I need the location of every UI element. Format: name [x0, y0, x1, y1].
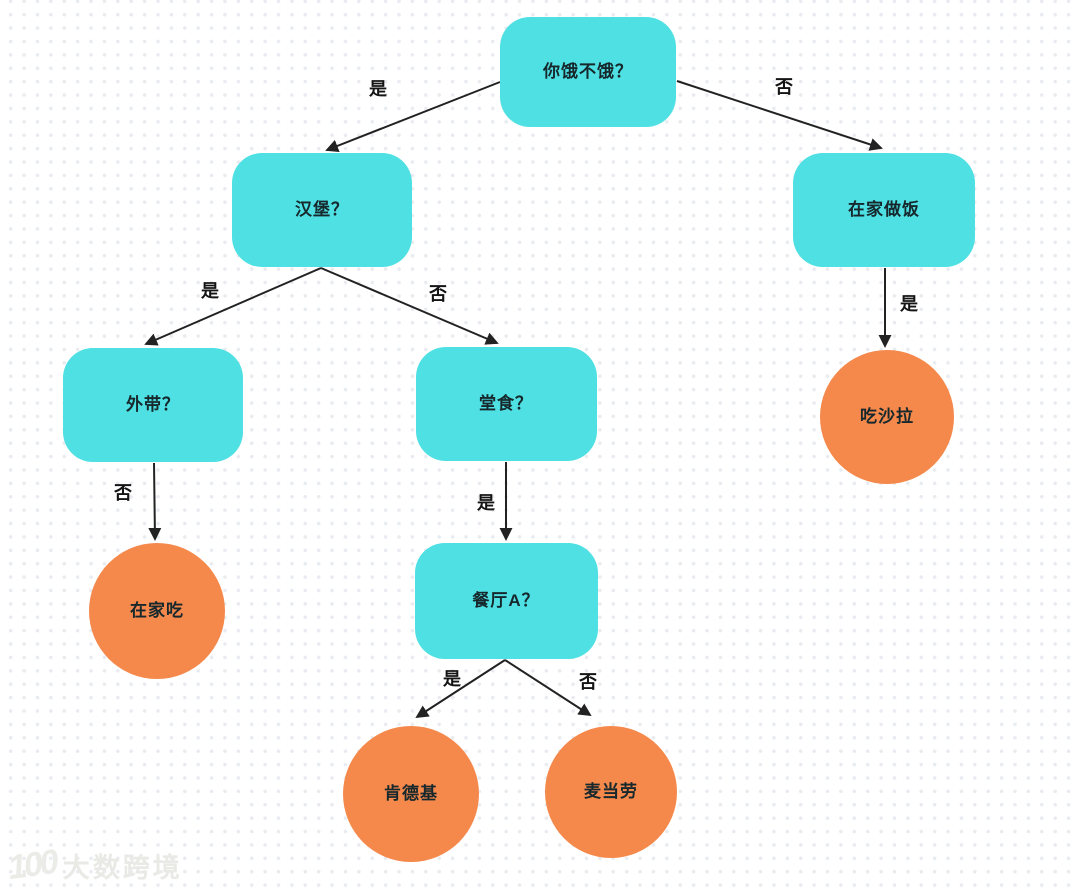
edge-label-hungry-yes-burger: 是 — [369, 79, 387, 99]
edge-label-takeout-no-eathome: 否 — [114, 483, 132, 503]
edge-label-resta-yes-kfc: 是 — [443, 669, 461, 689]
edge-burger-yes-takeout — [144, 267, 322, 346]
edge-label-hungry-no-cook: 否 — [775, 77, 793, 97]
node-cook-at-home: 在家做饭 — [793, 153, 975, 267]
edge-hungry-yes-burger — [325, 81, 501, 153]
node-dine-in: 堂食？ — [415, 347, 597, 461]
edge-burger-no-dinein — [320, 267, 499, 345]
node-burger: 汉堡？ — [232, 153, 412, 267]
node-eat-at-home: 在家吃 — [89, 543, 225, 679]
edge-label-burger-no-dinein: 否 — [429, 284, 447, 304]
edge-hungry-no-cook — [676, 80, 883, 151]
edge-resta-yes-kfc — [415, 659, 506, 719]
edge-label-dinein-yes-resta: 是 — [477, 493, 495, 513]
watermark: 100 大数跨境 — [5, 842, 183, 888]
watermark-logo-icon: 100 — [5, 842, 59, 888]
node-kfc: 肯德基 — [343, 726, 479, 862]
node-hungry: 你饿不饿？ — [500, 17, 676, 127]
watermark-text: 大数跨境 — [62, 853, 183, 883]
edge-label-resta-no-mcd: 否 — [579, 672, 597, 692]
edge-resta-no-mcd — [504, 659, 592, 717]
edge-label-cook-yes-salad: 是 — [900, 294, 918, 314]
node-takeout: 外带？ — [63, 348, 243, 462]
edge-takeout-no-eathome — [148, 462, 162, 541]
edge-label-burger-yes-takeout: 是 — [201, 281, 219, 301]
node-restaurant-a: 餐厅A？ — [414, 543, 598, 659]
node-eat-salad: 吃沙拉 — [820, 350, 954, 484]
node-mcdonalds: 麦当劳 — [545, 726, 677, 858]
